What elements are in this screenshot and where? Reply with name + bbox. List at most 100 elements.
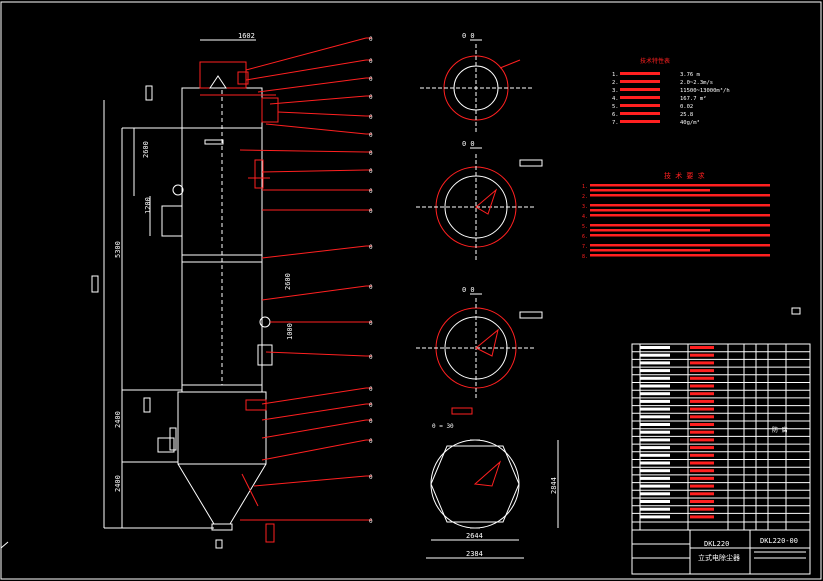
bom-name-glyphs <box>690 500 714 503</box>
callout-leader <box>257 77 367 93</box>
spec-label-glyphs <box>620 104 660 107</box>
radial-detail <box>473 460 502 487</box>
sight-port <box>172 184 184 196</box>
callout-leader <box>277 111 367 117</box>
dim-total: 5300 <box>114 241 122 258</box>
note-number: 8. <box>582 254 588 260</box>
note-text-glyphs <box>590 209 710 212</box>
bom-code-glyphs <box>640 423 670 426</box>
callout-leader <box>261 419 367 439</box>
note-text-glyphs <box>590 254 770 257</box>
callout-leader <box>261 387 367 405</box>
hopper-outlet <box>211 523 233 531</box>
note-text-glyphs <box>590 204 770 207</box>
callout-leader <box>265 123 367 135</box>
dim-width-2: 2384 <box>466 550 483 558</box>
bom-name-glyphs <box>690 461 714 465</box>
bom-rows <box>632 343 810 530</box>
note-number: 7. <box>582 244 588 250</box>
spec-value: 11500~13000m³/h <box>680 87 730 94</box>
radial-detail <box>475 188 498 215</box>
callout-number: 0 <box>369 150 373 157</box>
bom-name-glyphs <box>690 507 714 511</box>
elevation-view: 1602 2600 1200 5300 2600 1000 2400 2400 … <box>91 32 373 549</box>
spec-value: 40g/m³ <box>680 119 700 126</box>
section-label: 0 0 <box>462 286 475 294</box>
callout-leader <box>245 37 367 71</box>
frame-corner-mark <box>0 541 9 549</box>
callout-leader <box>261 169 367 173</box>
bom-code-glyphs <box>640 476 670 480</box>
spec-panel: 技术特性表 1.3.76 m2.2.0~2.3m/s3.11500~13000m… <box>582 57 801 315</box>
dim-d5: 2400 <box>114 411 122 428</box>
lower-port <box>157 437 175 453</box>
bom-name-glyphs <box>690 361 714 365</box>
dim-d6: 2400 <box>114 475 122 492</box>
bom-name-glyphs <box>690 346 714 349</box>
drawing-no: DKL220-00 <box>760 537 798 545</box>
scale-note: 0 = 30 <box>432 423 454 430</box>
note-number: 5. <box>582 224 588 230</box>
callout-number: 0 <box>369 76 373 83</box>
spec-no: 2. <box>612 80 619 86</box>
callout-number: 0 <box>369 320 373 327</box>
callout-number: 0 <box>369 386 373 393</box>
spec-value: 0.02 <box>680 104 693 110</box>
callout-leader <box>269 95 367 105</box>
dim-d2: 1200 <box>144 197 152 214</box>
spec-label-glyphs <box>620 80 660 83</box>
note-number: 1. <box>582 184 588 190</box>
callout-number: 0 <box>369 94 373 101</box>
spec-no: 6. <box>612 112 619 118</box>
dim-tag <box>143 397 151 413</box>
bom-code-glyphs <box>640 407 670 411</box>
note-text-glyphs <box>590 249 710 252</box>
bom-name-glyphs <box>690 446 714 450</box>
callout-leader <box>265 351 367 357</box>
notes-list: 1.2.3.4.5.6.7.8. <box>582 184 770 260</box>
callout-leader <box>261 403 367 421</box>
radial-detail <box>475 328 499 357</box>
bom-code-glyphs <box>640 515 670 519</box>
spec-value: 25.8 <box>680 112 693 118</box>
bom-name-glyphs <box>690 376 714 380</box>
section-tag <box>519 311 543 319</box>
callout-number: 0 <box>369 418 373 425</box>
note-number: 6. <box>582 234 588 240</box>
bom-code-glyphs <box>640 361 670 365</box>
notes-heading: 技 术 要 求 <box>664 171 705 180</box>
callout-number: 0 <box>369 208 373 215</box>
bom-code-glyphs <box>640 415 670 419</box>
spec-label-glyphs <box>620 96 660 99</box>
bom-name-glyphs <box>690 438 714 442</box>
bom-code-glyphs <box>640 384 670 388</box>
callout-number: 0 <box>369 58 373 65</box>
bom-code-glyphs <box>640 353 670 357</box>
bom-name-glyphs <box>690 415 714 419</box>
note-text-glyphs <box>590 194 770 197</box>
callout-number: 0 <box>369 402 373 409</box>
side-nozzle <box>261 97 279 123</box>
callout-number: 0 <box>369 244 373 251</box>
note-text-glyphs <box>590 234 770 237</box>
note-text-glyphs <box>590 229 710 232</box>
title-block: DKL220 立式电除尘器 DKL220-00 防 腐 <box>631 426 811 575</box>
note-text-glyphs <box>590 189 710 192</box>
bom-code-glyphs <box>640 453 670 457</box>
callout-leader <box>261 245 367 259</box>
bom-name-glyphs <box>690 423 714 426</box>
note-text-glyphs <box>590 224 770 227</box>
bom-name-glyphs <box>690 515 714 519</box>
dim-top-width: 1602 <box>238 32 255 40</box>
dim-d3: 2600 <box>284 273 292 290</box>
spec-no: 3. <box>612 88 619 94</box>
bom-code-glyphs <box>640 369 670 373</box>
callout-number: 0 <box>369 354 373 361</box>
side-port <box>257 344 273 366</box>
callout-number: 0 <box>369 188 373 195</box>
manhole-cover <box>254 159 264 189</box>
spec-value: 167.7 m² <box>680 95 707 102</box>
